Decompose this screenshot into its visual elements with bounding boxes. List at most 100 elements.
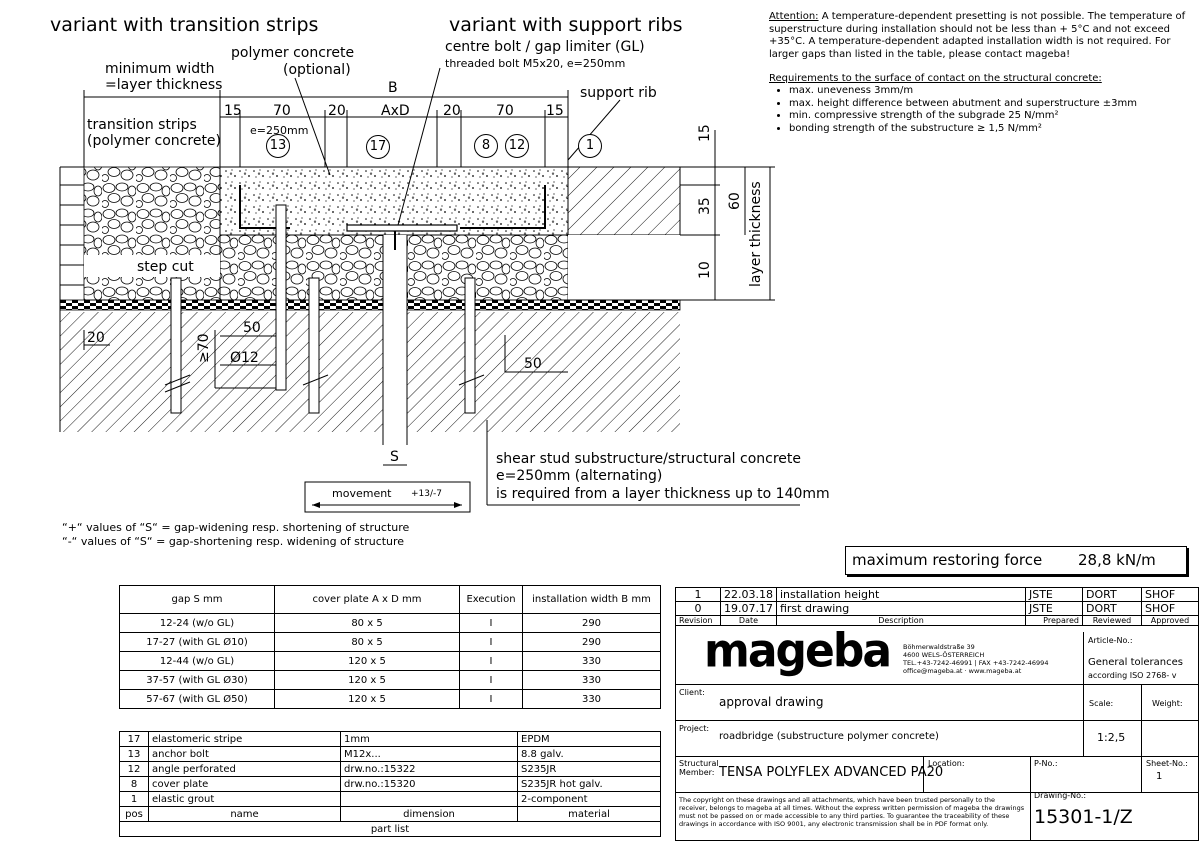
- tolerances-head: General tolerances: [1088, 657, 1183, 668]
- gap-cell: 57-67 (with GL Ø50): [119, 689, 275, 709]
- attention-block: Attention: A temperature-dependent prese…: [769, 11, 1195, 61]
- member-label: Structural Member:: [679, 759, 719, 777]
- execution-cell: I: [459, 651, 523, 671]
- dimension-cell: 1mm: [340, 731, 518, 747]
- scale-label: Scale:: [1089, 699, 1114, 708]
- tolerances-text: according ISO 2768- v: [1088, 671, 1177, 680]
- width-cell: 330: [522, 670, 661, 690]
- divider: [1141, 684, 1142, 756]
- revision-table: 1 22.03.18 installation height JSTE DORT…: [675, 587, 1200, 626]
- callout-1: 1: [578, 134, 602, 158]
- dim-v15: 15: [697, 124, 713, 142]
- gap-table-header: gap S mm: [119, 585, 275, 614]
- divider: [1141, 756, 1142, 792]
- dim-70-right: 70: [496, 103, 514, 119]
- client-label: Client:: [679, 688, 705, 697]
- article-no-label: Article-No.:: [1088, 636, 1133, 645]
- attention-text: A temperature-dependent presetting is no…: [769, 11, 1186, 60]
- requirements-list: max. uneveness 3mm/m max. height differe…: [769, 85, 1195, 135]
- dim-v35: 35: [697, 197, 713, 215]
- dim-20-step: 20: [87, 330, 105, 346]
- table-row: 17-27 (with GL Ø10) 80 x 5 I 290: [119, 632, 661, 652]
- name-cell: cover plate: [148, 776, 341, 792]
- execution-cell: I: [459, 632, 523, 652]
- copyright-text: The copyright on these drawings and all …: [679, 796, 1025, 828]
- part-header: material: [517, 806, 661, 822]
- dim-20-right: 20: [443, 103, 461, 119]
- dimension-cell: drw.no.:15320: [340, 776, 518, 792]
- attention-head: Attention:: [769, 11, 819, 22]
- pos-cell: 1: [119, 791, 149, 807]
- note-minus: “-“ values of “S“ = gap-shortening resp.…: [62, 535, 405, 548]
- requirement-item: max. uneveness 3mm/m: [789, 85, 1195, 98]
- callout-8: 8: [474, 134, 498, 158]
- rev-cell: 0: [675, 601, 721, 616]
- divider: [923, 756, 924, 792]
- restoring-force-label: maximum restoring force: [852, 551, 1043, 569]
- width-cell: 330: [522, 651, 661, 671]
- drawing-no-value: 15301-1/Z: [1034, 806, 1133, 828]
- table-row: 37-57 (with GL Ø30) 120 x 5 I 330: [119, 670, 661, 690]
- mageba-logo: mageba: [704, 624, 892, 679]
- rev-header: Approved: [1140, 615, 1200, 626]
- restoring-force-value: 28,8 kN/m: [1078, 551, 1156, 569]
- client-row: [675, 684, 1199, 721]
- rev-cell: 22.03.18: [720, 587, 777, 602]
- rev-cell: 1: [675, 587, 721, 602]
- requirement-item: max. height difference between abutment …: [789, 98, 1195, 111]
- logo-row: [675, 632, 1199, 685]
- callout-17: 17: [366, 135, 390, 159]
- dimension-cell: [340, 791, 518, 807]
- material-cell: 8.8 galv.: [517, 746, 661, 762]
- dim-d12: Ø12: [230, 350, 259, 366]
- label-centre-bolt: centre bolt / gap limiter (GL): [445, 39, 645, 55]
- rev-header: Prepared: [1024, 615, 1083, 626]
- material-cell: S235JR: [517, 761, 661, 777]
- callout-13: 13: [266, 134, 290, 158]
- execution-cell: I: [459, 613, 523, 633]
- label-optional: (optional): [283, 62, 351, 78]
- rev-cell: 19.07.17: [720, 601, 777, 616]
- rev-cell: DORT: [1081, 601, 1142, 616]
- sheet-value: 1: [1156, 771, 1163, 782]
- material-cell: 2-component: [517, 791, 661, 807]
- label-step-cut: step cut: [137, 259, 194, 275]
- drawing-no-label: Drawing-No.:: [1034, 791, 1087, 800]
- dim-15-right: 15: [546, 103, 564, 119]
- pno-label: P-No.:: [1034, 759, 1058, 768]
- material-cell: EPDM: [517, 731, 661, 747]
- member-value: TENSA POLYFLEX ADVANCED PA20: [719, 765, 944, 780]
- label-polymer-concrete-paren: (polymer concrete): [87, 133, 222, 149]
- location-label: Location:: [928, 759, 965, 768]
- dim-s: S: [390, 449, 399, 465]
- rev-cell: SHOF: [1140, 587, 1200, 602]
- dim-50-left: 50: [243, 320, 261, 336]
- name-cell: elastomeric stripe: [148, 731, 341, 747]
- material-cell: S235JR hot galv.: [517, 776, 661, 792]
- width-cell: 290: [522, 613, 661, 633]
- dimension-cell: drw.no.:15322: [340, 761, 518, 777]
- label-layer-thickness: layer thickness: [748, 181, 764, 287]
- rev-cell: DORT: [1081, 587, 1142, 602]
- divider: [1083, 632, 1084, 684]
- label-polymer-concrete: polymer concrete: [231, 45, 355, 61]
- dim-ge70: ≥70: [196, 333, 212, 363]
- restoring-force-box: maximum restoring force 28,8 kN/m: [845, 546, 1187, 575]
- rev-cell: installation height: [775, 587, 1026, 602]
- part-header: pos: [119, 806, 149, 822]
- execution-cell: I: [459, 670, 523, 690]
- divider: [1083, 684, 1084, 756]
- pos-cell: 17: [119, 731, 149, 747]
- client-value: approval drawing: [719, 695, 824, 709]
- left-variant-title: variant with transition strips: [50, 14, 319, 36]
- part-header: name: [148, 806, 341, 822]
- gap-table: gap S mm cover plate A x D mm Execution …: [119, 585, 661, 709]
- member-row: [675, 756, 1199, 793]
- address-line: TEL.+43-7242-46991 | FAX +43-7242-46994: [903, 659, 1049, 667]
- name-cell: elastic grout: [148, 791, 341, 807]
- gap-cell: 12-24 (w/o GL): [119, 613, 275, 633]
